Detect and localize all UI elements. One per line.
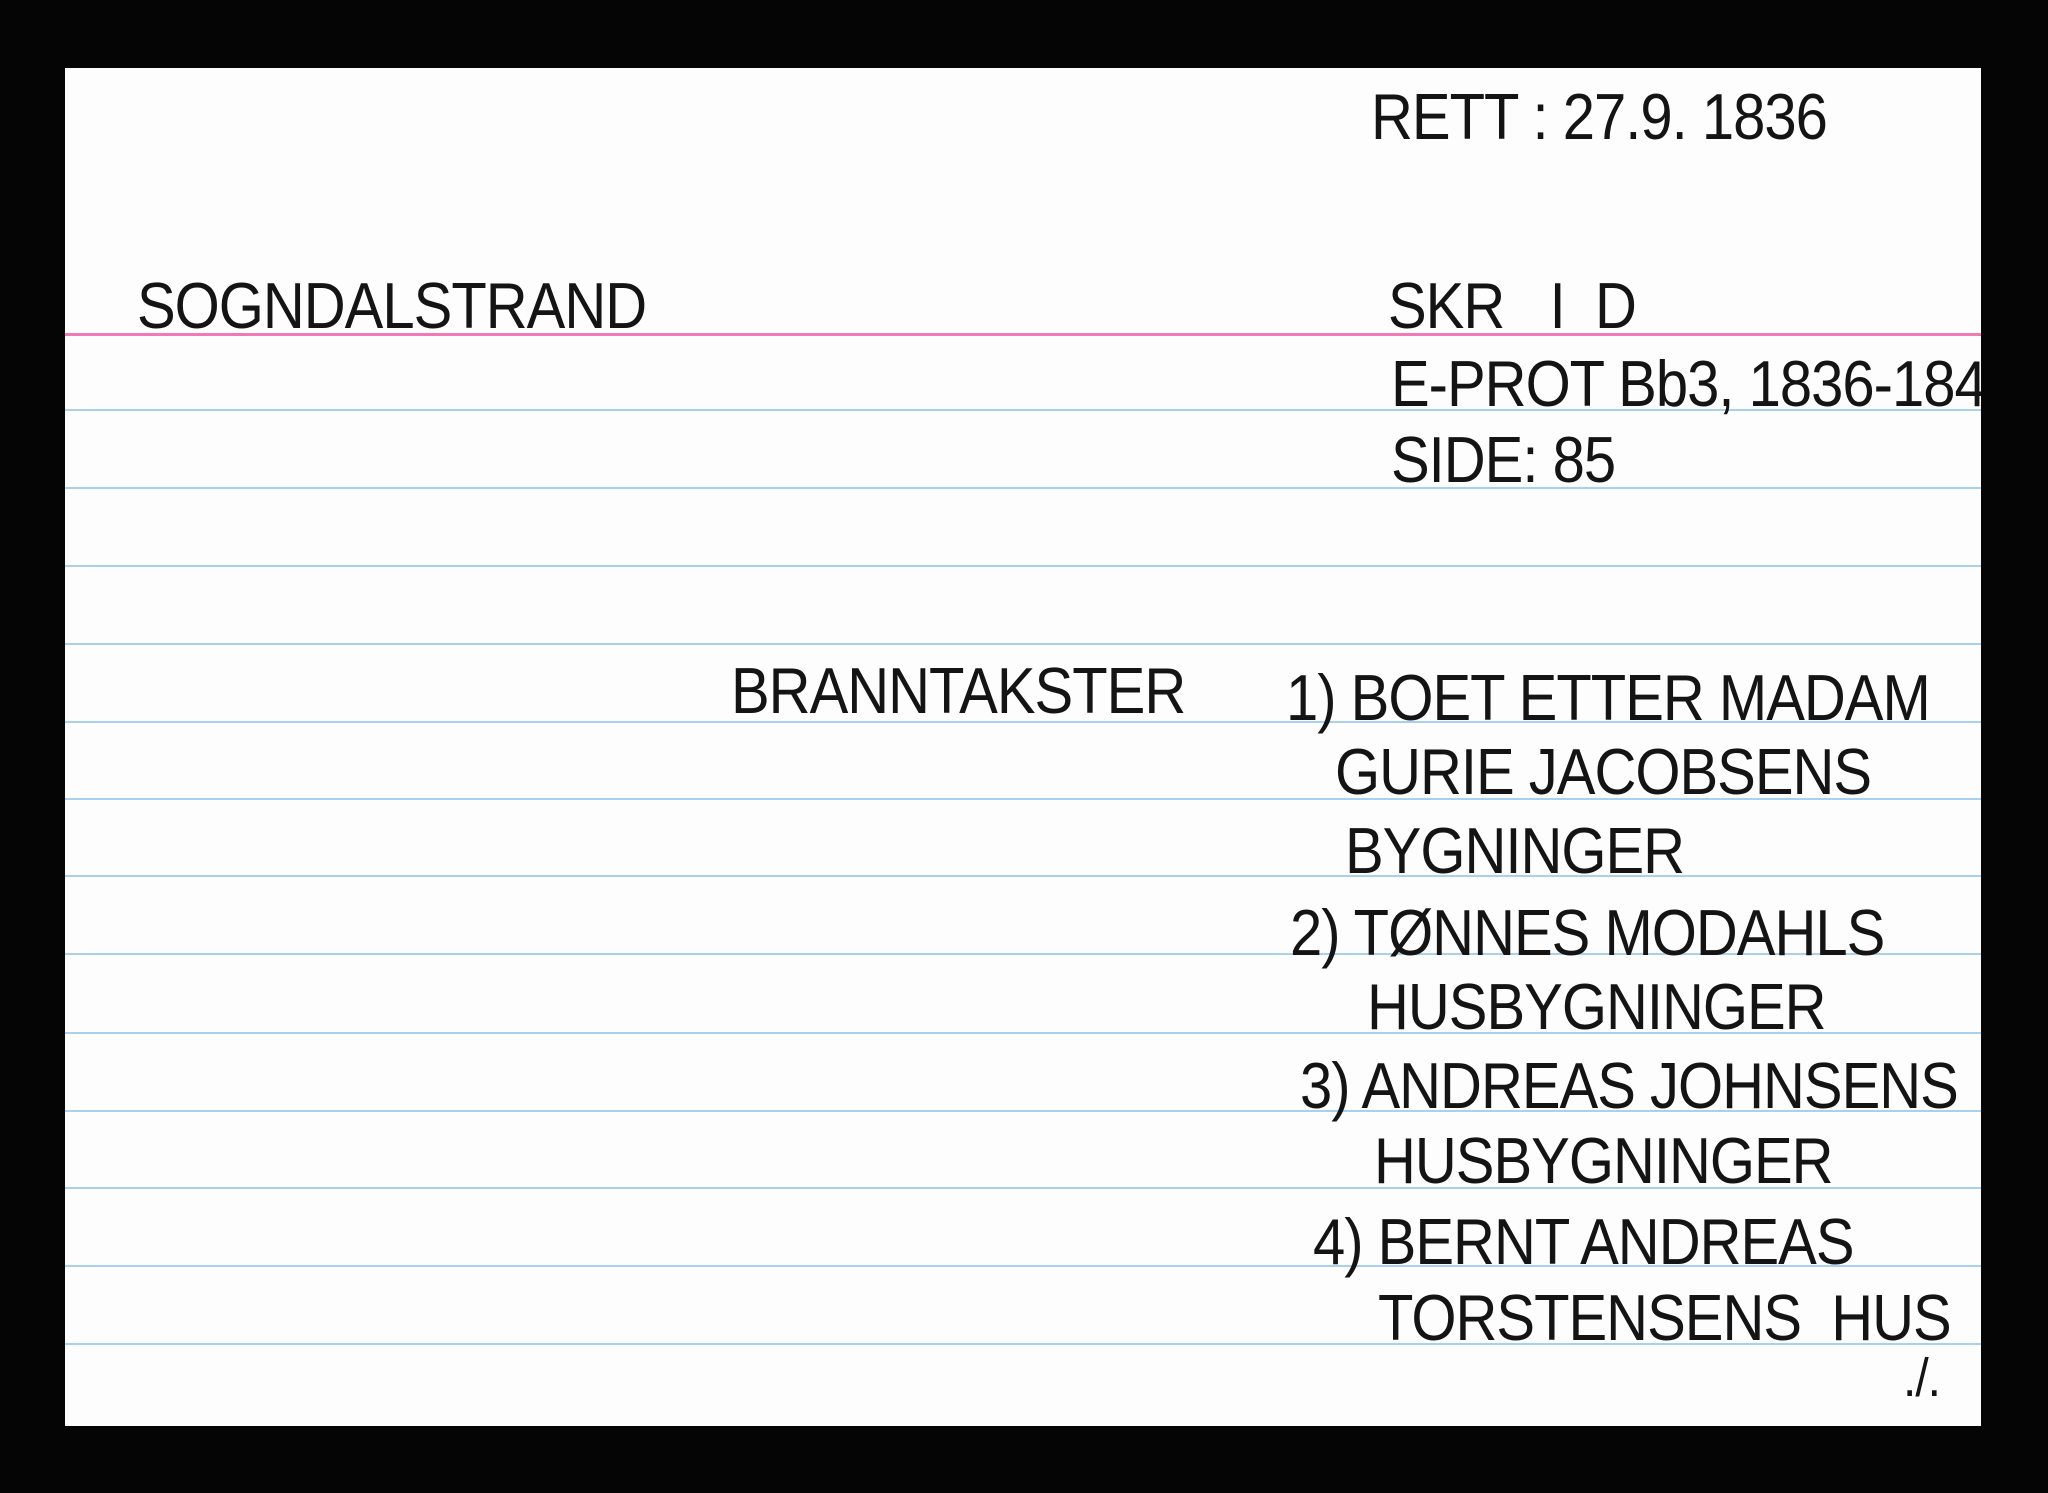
ruled-line	[65, 1265, 1981, 1267]
ruled-line	[65, 798, 1981, 800]
ruled-line	[65, 1343, 1981, 1345]
ruled-line	[65, 409, 1981, 411]
entry-1-line-2: GURIE JACOBSENS	[1335, 735, 1872, 809]
entry-4-line-2: TORSTENSENS HUS	[1378, 1281, 1952, 1355]
entry-2-line-1: 2) TØNNES MODAHLS	[1290, 896, 1885, 970]
archive-ref: SKR I D	[1388, 269, 1637, 343]
ruled-line	[65, 643, 1981, 645]
ruled-line	[65, 1110, 1981, 1112]
entry-4-line-1: 4) BERNT ANDREAS	[1313, 1205, 1855, 1279]
header-rule	[65, 333, 1981, 336]
ruled-line	[65, 565, 1981, 567]
protocol-ref: E-PROT Bb3, 1836-1841	[1391, 347, 1981, 421]
subject: BRANNTAKSTER	[731, 654, 1186, 728]
entry-1-line-1: 1) BOET ETTER MADAM	[1286, 661, 1931, 735]
page-ref: SIDE: 85	[1391, 423, 1616, 497]
ruled-line	[65, 875, 1981, 877]
entry-1-line-3: BYGNINGER	[1345, 814, 1685, 888]
court-date: RETT : 27.9. 1836	[1371, 80, 1828, 154]
entry-2-line-2: HUSBYGNINGER	[1367, 970, 1827, 1044]
ruled-line	[65, 721, 1981, 723]
ruled-line	[65, 953, 1981, 955]
ruled-line	[65, 1032, 1981, 1034]
entry-3-line-1: 3) ANDREAS JOHNSENS	[1300, 1049, 1959, 1123]
index-card: RETT : 27.9. 1836 SOGNDALSTRAND SKR I D …	[65, 68, 1981, 1426]
continuation-mark: ./.	[1903, 1348, 1941, 1409]
place-name: SOGNDALSTRAND	[137, 269, 647, 343]
ruled-line	[65, 1187, 1981, 1189]
entry-3-line-2: HUSBYGNINGER	[1374, 1124, 1834, 1198]
ruled-line	[65, 487, 1981, 489]
